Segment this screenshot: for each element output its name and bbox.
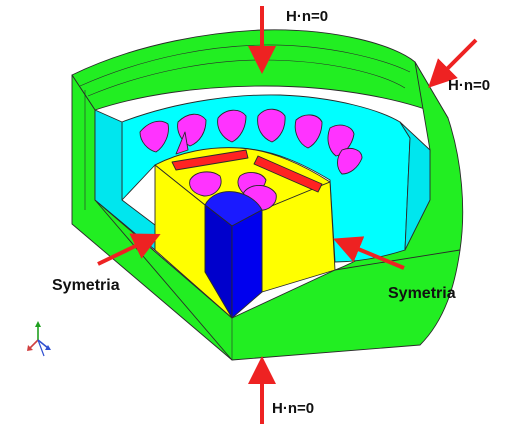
- stator-slot: [217, 109, 247, 143]
- shaft-right-face: [231, 209, 263, 319]
- stator-slot: [294, 114, 323, 149]
- magnet-left: [171, 149, 249, 171]
- rotor-pocket: [189, 171, 222, 197]
- stator-slot: [257, 108, 286, 143]
- magnet-right: [253, 155, 323, 193]
- stator-slot: [175, 131, 189, 155]
- shaft: [204, 191, 263, 319]
- arrows: [97, 6, 478, 424]
- label-top-right: H·n=0: [448, 77, 490, 94]
- arrow-right: [333, 236, 405, 270]
- magnets: [171, 149, 323, 193]
- stator-slot: [139, 120, 169, 153]
- label-bottom: H·n=0: [272, 400, 314, 417]
- stator-yoke-right-face: [399, 121, 431, 251]
- label-right: Symetria: [388, 285, 456, 302]
- label-top: H·n=0: [286, 8, 328, 25]
- axis-triad-icon: [27, 321, 51, 357]
- stator-slot: [337, 147, 363, 175]
- label-left: Symetria: [52, 277, 120, 294]
- stator-slots: [139, 108, 363, 175]
- air-region-front-face: [94, 199, 461, 361]
- arrow-top-right: [428, 38, 478, 88]
- arrow-left: [97, 233, 161, 266]
